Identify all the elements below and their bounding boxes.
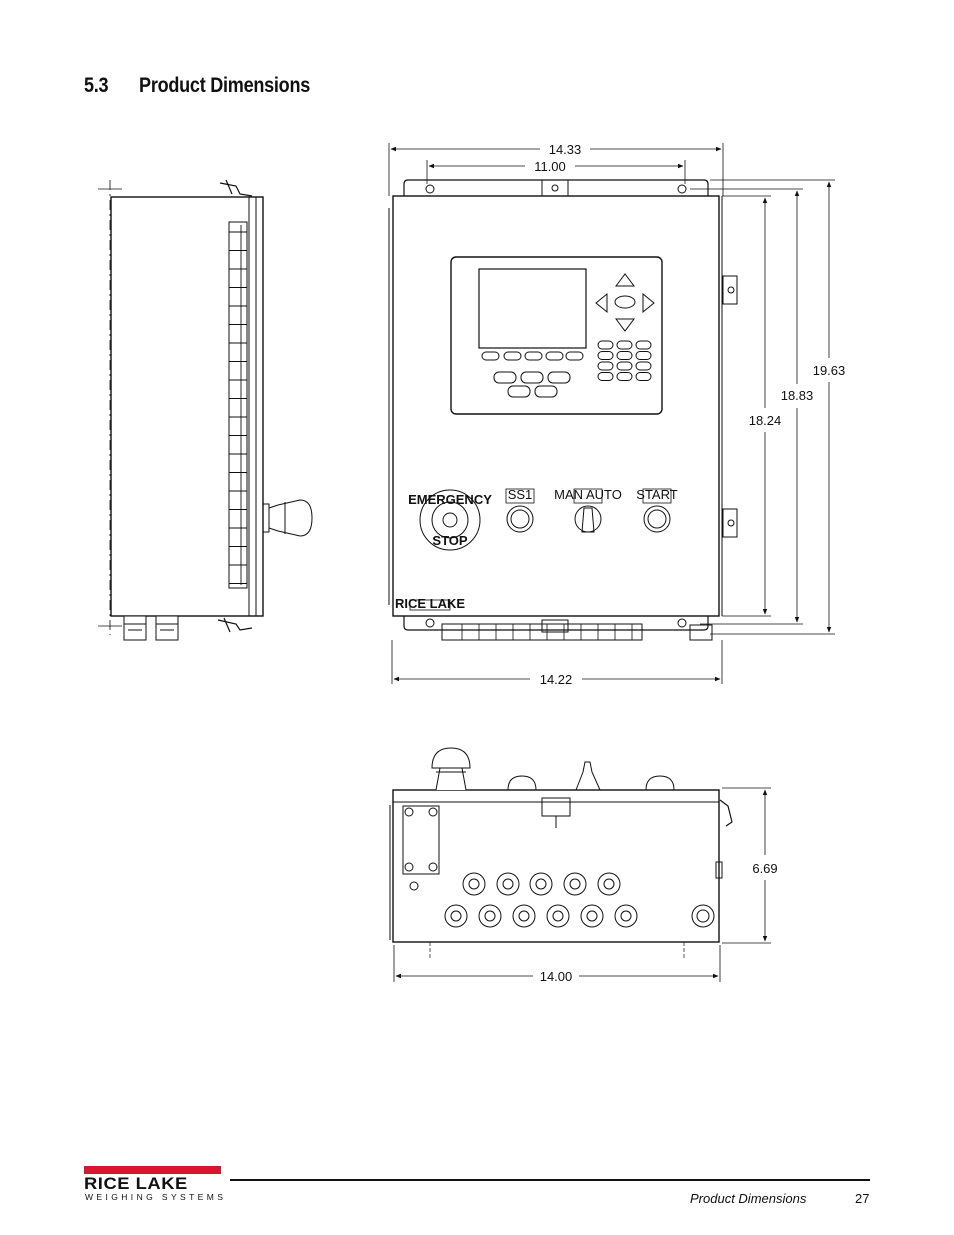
conduit-hole-inner [569, 878, 581, 890]
estop-label-top: EMERGENCY [408, 492, 492, 507]
keypad-key [597, 372, 614, 381]
keypad-key [616, 340, 633, 350]
conduit-hole-inner [450, 910, 462, 922]
brand-plate-text: RICE LAKE [395, 596, 465, 611]
switch-2-legend: MAN AUTO [554, 487, 622, 502]
conduit-hole-outer [563, 872, 587, 896]
logo-brand-text: RICE LAKE [84, 1174, 188, 1193]
side-hinge-segments [229, 231, 247, 584]
conduit-hole-inner [484, 910, 496, 922]
bottom-gland-dividers [461, 624, 633, 640]
numeric-keypad [597, 340, 652, 381]
conduit-hole-inner [535, 878, 547, 890]
conduit-hole-outer [529, 872, 553, 896]
conduit-hole-inner [502, 878, 514, 890]
conduit-hole-inner [603, 878, 615, 890]
logo-red-bar [84, 1166, 221, 1174]
keypad-key [616, 351, 633, 360]
keypad-key [635, 372, 652, 381]
section-number: 5.3 [84, 74, 109, 97]
dim-bottom-depth: 6.69 [752, 861, 777, 876]
logo-sub-text: WEIGHING SYSTEMS [85, 1192, 227, 1202]
dim-mount-spacing: 11.00 [534, 159, 566, 174]
dim-front-width-bottom: 14.22 [540, 672, 573, 687]
bottom-conduit-holes [444, 872, 638, 928]
bottom-dimension-lines [393, 787, 771, 982]
keypad-key [597, 340, 614, 350]
switch-3-legend: START [636, 487, 677, 502]
section-heading: 5.3 Product Dimensions [84, 74, 310, 98]
conduit-hole-outer [478, 904, 502, 928]
conduit-hole-inner [468, 878, 480, 890]
conduit-hole-outer [512, 904, 536, 928]
front-view [388, 179, 738, 641]
bottom-view [389, 747, 733, 958]
footer-section-name: Product Dimensions [690, 1191, 807, 1206]
conduit-hole-outer [496, 872, 520, 896]
estop-label-bottom: STOP [432, 533, 467, 548]
conduit-hole-outer [462, 872, 486, 896]
dim-height-mount: 18.83 [781, 388, 814, 403]
conduit-hole-inner [620, 910, 632, 922]
dim-height-outer: 19.63 [813, 363, 846, 378]
conduit-hole-outer [597, 872, 621, 896]
keypad-key [635, 340, 652, 350]
side-view [98, 179, 313, 641]
front-dimension-lines [388, 143, 835, 684]
conduit-hole-inner [518, 910, 530, 922]
keypad-key [597, 351, 614, 360]
dim-front-width-top: 14.33 [549, 142, 582, 157]
conduit-hole-outer [580, 904, 604, 928]
conduit-hole-inner [586, 910, 598, 922]
keypad-key [597, 361, 614, 371]
rice-lake-logo: RICE LAKE WEIGHING SYSTEMS [84, 1166, 227, 1202]
keypad-key [616, 372, 633, 381]
dim-bottom-width: 14.00 [540, 969, 573, 984]
conduit-hole-outer [444, 904, 468, 928]
switch-1-legend: SS1 [508, 487, 533, 502]
footer-page-number: 27 [855, 1191, 870, 1206]
conduit-hole-inner [552, 910, 564, 922]
section-title: Product Dimensions [139, 74, 311, 97]
dim-height-body: 18.24 [749, 413, 782, 428]
footer-rule [230, 1179, 870, 1181]
keypad-key [635, 351, 652, 360]
keypad-key [616, 361, 633, 371]
conduit-hole-outer [546, 904, 570, 928]
keypad-key [635, 361, 652, 371]
conduit-hole-outer [614, 904, 638, 928]
